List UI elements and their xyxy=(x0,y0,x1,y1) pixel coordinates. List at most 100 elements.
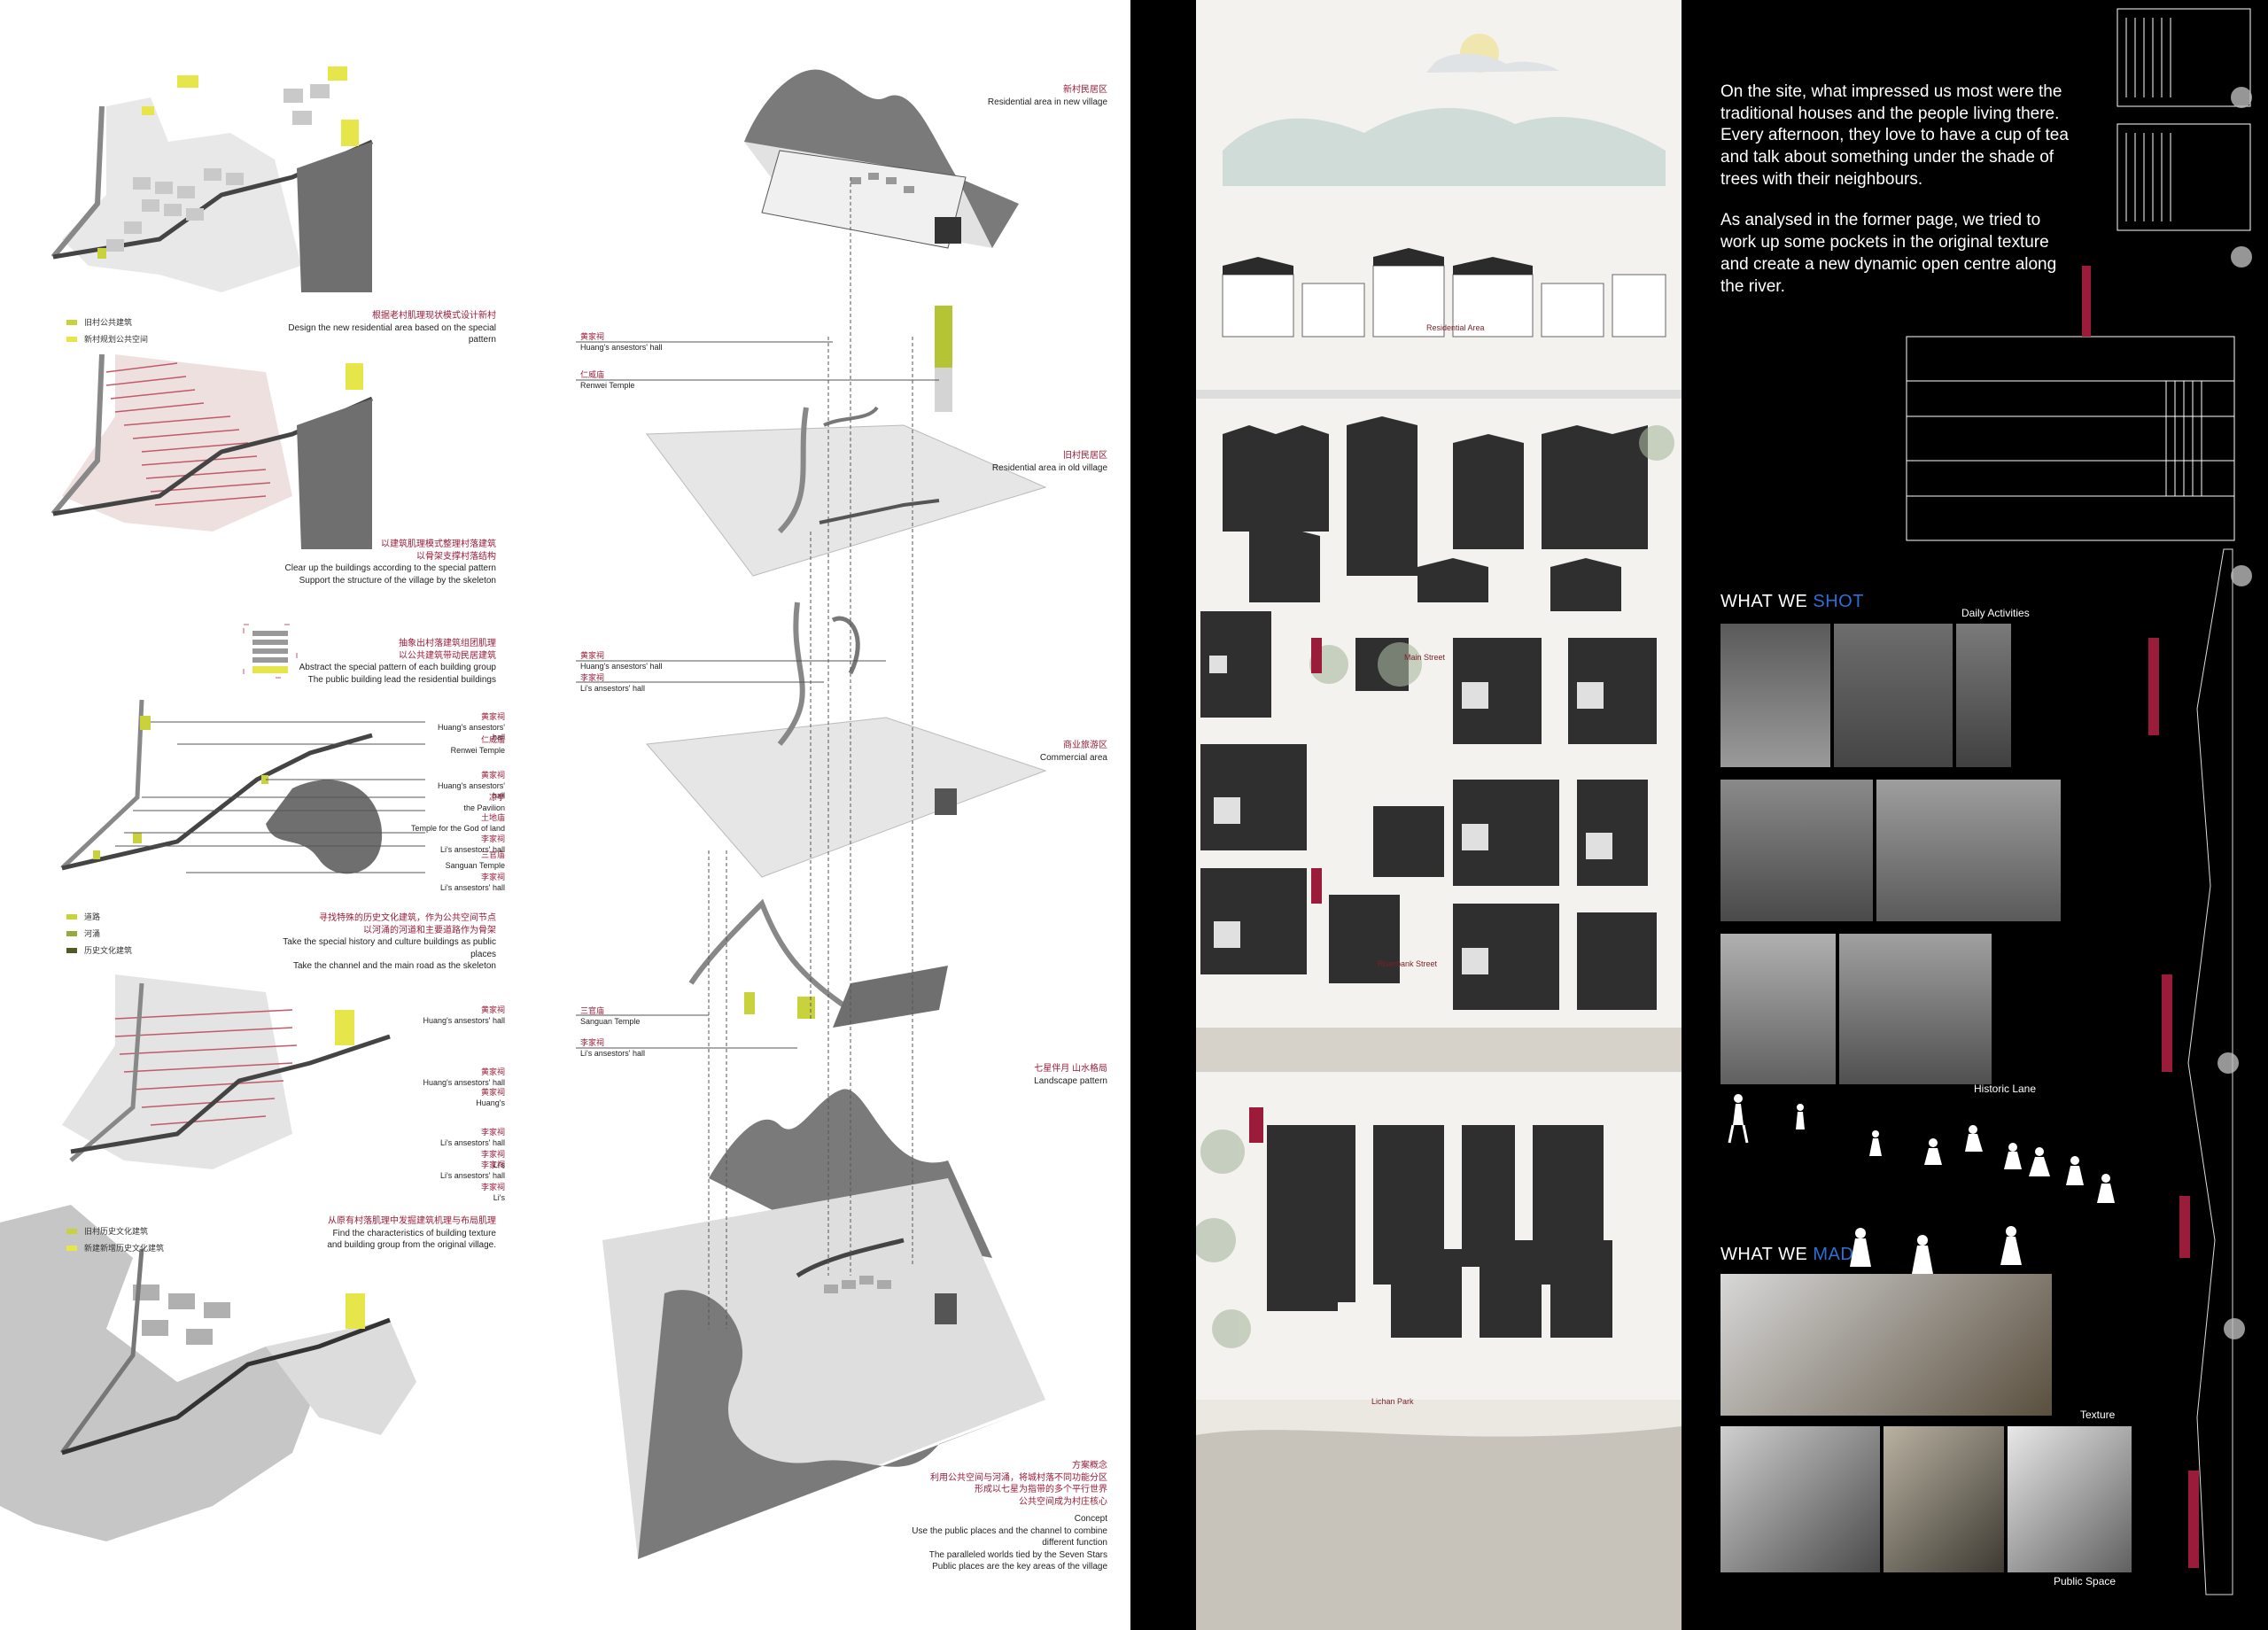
photo-caption: Daily Activities xyxy=(1961,607,2030,619)
street-label: Riverbank Street xyxy=(1378,959,1438,968)
tag-cn: 黄家祠 xyxy=(580,651,605,660)
label-en: Li's xyxy=(493,1192,505,1202)
made-silhouettes xyxy=(1850,1226,2022,1274)
step3-caption: 抽象出村落建筑组团肌理 以公共建筑带动民居建筑 Abstract the spe… xyxy=(266,638,496,686)
caption-en: Commercial area xyxy=(1039,752,1107,763)
tag-en: Sanguan Temple xyxy=(580,1016,641,1026)
caption-cn: 利用公共空间与河涌，将城村落不同功能分区 xyxy=(930,1472,1107,1483)
label-en: Huang's xyxy=(476,1098,505,1107)
caption-en: Clear up the buildings according to the … xyxy=(284,563,496,573)
village-map-1 xyxy=(50,66,374,292)
layer-old-village xyxy=(646,306,1047,577)
photo-daily-1 xyxy=(1720,624,1830,767)
photo-model-1 xyxy=(1720,1274,2052,1416)
layer4-caption: 七星伴月 山水格局 Landscape pattern xyxy=(930,1063,1107,1087)
photo-street-2 xyxy=(1876,780,2061,921)
street-label: Main Street xyxy=(1404,653,1446,662)
legend-label: 道路 xyxy=(84,912,101,921)
caption-en: Residential area in new village xyxy=(987,97,1107,107)
tag-en: Li's ansestors' hall xyxy=(580,683,645,693)
photo-model-2 xyxy=(1720,1426,1880,1572)
photo-caption: Historic Lane xyxy=(1974,1083,2037,1095)
label-en: the Pavilion xyxy=(463,803,505,812)
label-cn: 黄家祠 xyxy=(480,771,505,780)
tag-en: Li's ansestors' hall xyxy=(580,1048,645,1058)
step4-caption: 寻找特殊的历史文化建筑，作为公共空间节点 以河涌的河道和主要道路作为骨架 Tak… xyxy=(266,912,496,973)
caption-cn: 旧村民居区 xyxy=(1063,451,1107,461)
layer-new-village xyxy=(744,69,1019,249)
label-en: Huang's ansestors' hall xyxy=(438,780,505,801)
intro-text: On the site, what impressed us most were… xyxy=(1720,82,2075,317)
caption-en: Take the special history and culture bui… xyxy=(283,937,496,959)
step1-legend: 旧村公共建筑 新村规划公共空间 xyxy=(66,316,148,350)
label-en: Li's ansestors' hall xyxy=(440,1170,505,1180)
caption-cn: 抽象出村落建筑组团肌理 xyxy=(399,639,496,648)
layer2-caption: 旧村民居区 Residential area in old village xyxy=(930,450,1107,474)
legend-label: 历史文化建筑 xyxy=(84,946,133,955)
tag-cn: 仁威庙 xyxy=(580,370,605,379)
tag-en: Huang's ansestors' hall xyxy=(580,342,663,352)
caption-en: different function xyxy=(1042,1538,1107,1548)
layer-skeleton xyxy=(688,898,948,1028)
caption-cn: 新村民居区 xyxy=(1063,85,1107,95)
photo-caption: Texture xyxy=(2080,1409,2116,1421)
legend-swatch xyxy=(66,947,77,953)
village-map-5 xyxy=(62,974,391,1169)
caption-cn: 寻找特殊的历史文化建筑，作为公共空间节点 xyxy=(319,913,496,923)
pattern-icon xyxy=(243,624,298,679)
label-cn: 李家祠 xyxy=(480,1150,505,1159)
caption-en: The public building lead the residential… xyxy=(307,674,496,685)
legend-swatch xyxy=(66,930,77,936)
caption-cn: 商业旅游区 xyxy=(1063,741,1107,750)
caption-en: Landscape pattern xyxy=(1034,1075,1107,1086)
photo-lane-1 xyxy=(1720,934,1836,1084)
label-cn: 黄家祠 xyxy=(480,712,505,721)
layer3-caption: 商业旅游区 Commercial area xyxy=(930,740,1107,764)
step4-legend: 道路 河涌 历史文化建筑 xyxy=(66,911,132,961)
caption-en: Public places are the key areas of the v… xyxy=(932,1562,1107,1572)
caption-en: Abstract the special pattern of each bui… xyxy=(299,663,496,672)
layer-commercial xyxy=(645,602,1047,878)
tag-cn: 李家祠 xyxy=(580,1038,605,1047)
caption-cn: 以建筑肌理模式整理村落建筑 xyxy=(381,539,496,549)
legend-label: 旧村历史文化建筑 xyxy=(84,1227,149,1236)
label-en: Renwei Temple xyxy=(450,745,505,755)
intro-paragraph: On the site, what impressed us most were… xyxy=(1720,82,2069,189)
legend-label: 新建新增历史文化建筑 xyxy=(84,1244,165,1253)
layer1-caption: 新村民居区 Residential area in new village xyxy=(930,84,1107,108)
label-en: Huang's ansestors' hall xyxy=(438,722,505,742)
left-diagrams xyxy=(0,66,425,1541)
label-cn: 李家祠 xyxy=(480,1128,505,1137)
label-cn: 李家祠 xyxy=(480,1183,505,1191)
concept-caption: 方案概念 利用公共空间与河涌，将城村落不同功能分区 形成以七星为指带的多个平行世… xyxy=(877,1460,1107,1573)
tag-en: Renwei Temple xyxy=(580,380,635,390)
legend-label: 旧村公共建筑 xyxy=(84,318,133,327)
title-part: WHAT WE xyxy=(1720,1245,1814,1264)
legend-swatch xyxy=(66,1245,77,1251)
step1-caption: 根据老村肌理现状模式设计新村 Design the new residentia… xyxy=(266,310,496,346)
tag-en: Huang's ansestors' hall xyxy=(580,661,663,671)
label-cn: 李家祠 xyxy=(480,834,505,843)
label-en: Huang's ansestors' hall xyxy=(423,1015,506,1025)
exploded-axonometric xyxy=(576,69,1047,1559)
tag-cn: 黄家祠 xyxy=(580,332,605,341)
label-cn: 李家祠 xyxy=(480,873,505,881)
label-cn: 李家祠 xyxy=(480,1160,505,1169)
photo-street-1 xyxy=(1720,780,1873,921)
caption-en: Support the structure of the village by … xyxy=(299,575,496,586)
caption-en: Take the channel and the main road as th… xyxy=(292,961,496,971)
step5-caption: 从原有村落肌理中发掘建筑机理与布局肌理 Find the characteris… xyxy=(266,1215,496,1252)
legend-swatch xyxy=(66,913,77,920)
legend-swatch xyxy=(66,336,77,342)
